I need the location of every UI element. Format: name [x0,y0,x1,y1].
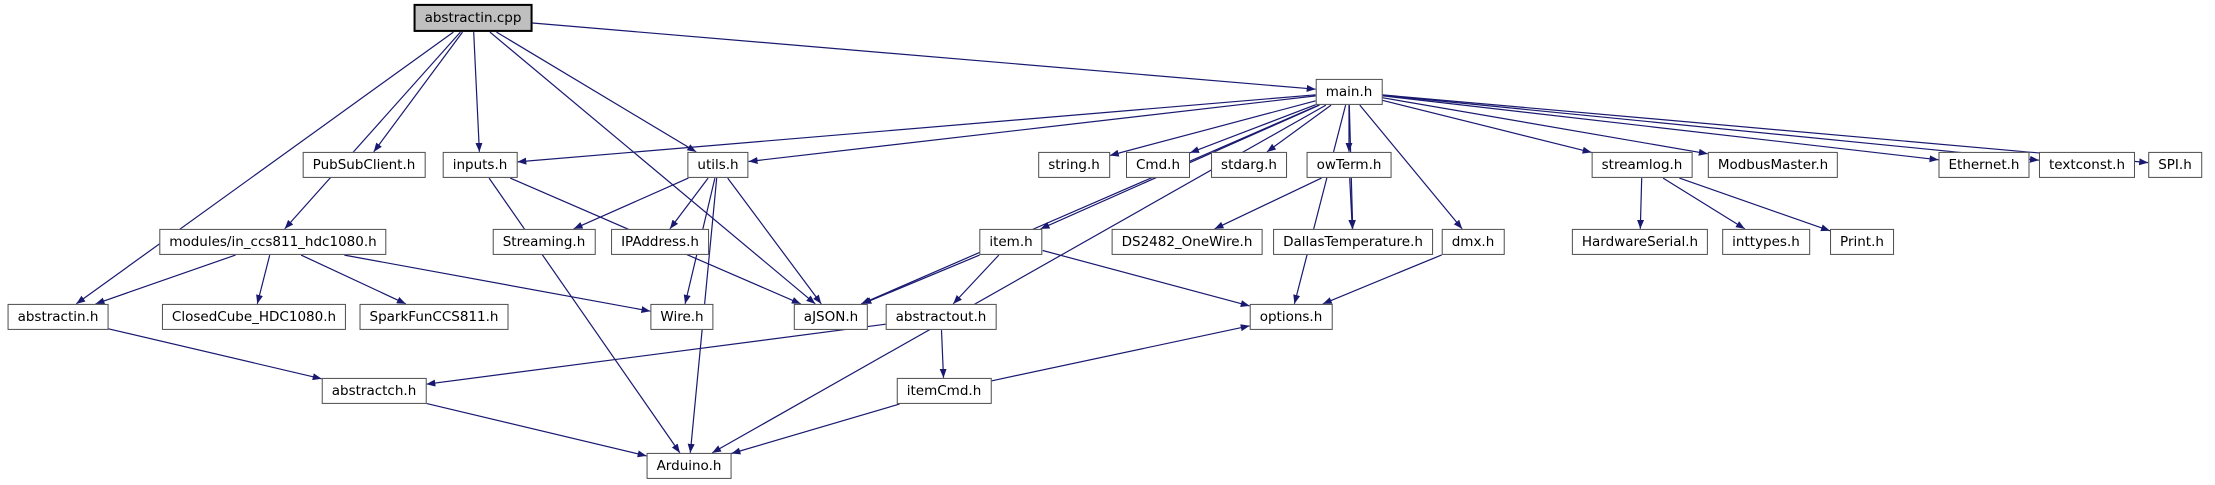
node-streaming-h[interactable]: Streaming.h [492,228,596,256]
edge-main-h--modbusmaster-h [1382,97,1708,156]
edge-main-h--options-h [1293,104,1347,305]
node-ipaddress-h[interactable]: IPAddress.h [611,228,709,256]
edge-abstractin-h--abstractch-h [108,328,322,381]
edge-abstractin-cpp--modules-in-ccs811-hdc1080-h [284,31,461,230]
edge-main-h--cmd-h [1189,104,1316,154]
node-owterm-h[interactable]: owTerm.h [1306,151,1392,179]
edge-main-h--ajson-h [860,104,1320,305]
edge-main-h--utils-h [748,95,1316,164]
node-ethernet-h[interactable]: Ethernet.h [1938,151,2030,179]
edge-streamlog-h--inttypes-h [1662,177,1746,230]
node-cmd-h[interactable]: Cmd.h [1126,151,1190,179]
node-closedcube-hdc1080-h[interactable]: ClosedCube_HDC1080.h [161,303,347,331]
node-modules-in-ccs811-hdc1080-h[interactable]: modules/in_ccs811_hdc1080.h [159,228,387,256]
node-abstractin-h[interactable]: abstractin.h [7,303,109,331]
edge-item-h--ajson-h [862,254,980,305]
edge-inputs-h--arduino-h [488,177,681,454]
edge-modules-in-ccs811-hdc1080-h--closedcube-hdc1080-h [256,254,271,305]
edge-main-h--dmx-h [1359,104,1463,230]
node-ajson-h[interactable]: aJSON.h [793,303,869,331]
edge-streamlog-h--hardwareserial-h [1637,178,1645,229]
edge-abstractin-cpp--utils-h [496,31,697,153]
node-itemcmd-h[interactable]: itemCmd.h [896,377,992,405]
edge-abstractin-cpp--main-h [532,22,1316,92]
node-options-h[interactable]: options.h [1249,303,1333,331]
node-abstractout-h[interactable]: abstractout.h [885,303,997,331]
node-inttypes-h[interactable]: inttypes.h [1722,228,1810,256]
node-modbusmaster-h[interactable]: ModbusMaster.h [1707,151,1839,179]
node-ds2482-onewire-h[interactable]: DS2482_OneWire.h [1111,228,1263,256]
edge-itemcmd-h--arduino-h [731,403,900,455]
node-spi-h[interactable]: SPI.h [2148,151,2202,179]
edge-item-h--options-h [1042,249,1250,307]
edge-main-h--spi-h [1382,94,2149,166]
node-pubsubclient-h[interactable]: PubSubClient.h [302,151,426,179]
node-dallastemperature-h[interactable]: DallasTemperature.h [1273,228,1433,256]
edge-streamlog-h--print-h [1679,177,1831,232]
edge-itemcmd-h--options-h [991,324,1250,382]
node-stdarg-h[interactable]: stdarg.h [1211,151,1287,179]
edge-abstractin-cpp--pubsubclient-h [373,31,463,153]
node-inputs-h[interactable]: inputs.h [442,151,518,179]
edge-main-h--string-h [1109,100,1316,157]
node-streamlog-h[interactable]: streamlog.h [1591,151,1693,179]
edge-abstractout-h--abstractch-h [426,323,886,387]
edge-utils-h--ipaddress-h [669,177,709,230]
edge-abstractin-cpp--inputs-h [473,32,483,152]
node-print-h[interactable]: Print.h [1830,228,1894,256]
node-dmx-h[interactable]: dmx.h [1441,228,1505,256]
edge-abstractin-cpp--abstractin-h [75,31,454,305]
edge-main-h--ethernet-h [1382,95,1939,163]
edge-modules-in-ccs811-hdc1080-h--sparkfunccs811-h [300,254,407,305]
edge-abstractch-h--arduino-h [426,402,647,458]
node-abstractch-h[interactable]: abstractch.h [321,377,427,405]
edge-main-h--stdarg-h [1266,104,1332,153]
node-hardwareserial-h[interactable]: HardwareSerial.h [1571,228,1709,256]
node-item-h[interactable]: item.h [979,228,1043,256]
edge-main-h--streamlog-h [1382,99,1592,154]
edge-main-h--textconst-h [1382,94,2040,163]
edge-main-h--inputs-h [517,94,1316,165]
node-main-h[interactable]: main.h [1315,78,1383,106]
edge-abstractout-h--itemcmd-h [939,330,947,378]
node-wire-h[interactable]: Wire.h [650,303,714,331]
edge-utils-h--streaming-h [573,177,689,230]
edge-owterm-h--dallastemperature-h [1348,178,1356,229]
edge-dmx-h--options-h [1322,254,1442,305]
edge-abstractin-cpp--ajson-h [489,31,816,305]
node-utils-h[interactable]: utils.h [687,151,749,179]
node-abstractin-cpp: abstractin.cpp [413,3,533,33]
edge-utils-h--ajson-h [727,177,822,305]
node-string-h[interactable]: string.h [1038,151,1110,179]
edge-item-h--abstractout-h [952,254,1000,305]
edge-modules-in-ccs811-hdc1080-h--abstractin-h [95,254,236,305]
node-arduino-h[interactable]: Arduino.h [646,452,732,480]
node-sparkfunccs811-h[interactable]: SparkFunCCS811.h [359,303,509,331]
edge-modules-in-ccs811-hdc1080-h--wire-h [344,254,651,314]
edge-owterm-h--ds2482-onewire-h [1214,177,1322,230]
node-textconst-h[interactable]: textconst.h [2038,151,2136,179]
